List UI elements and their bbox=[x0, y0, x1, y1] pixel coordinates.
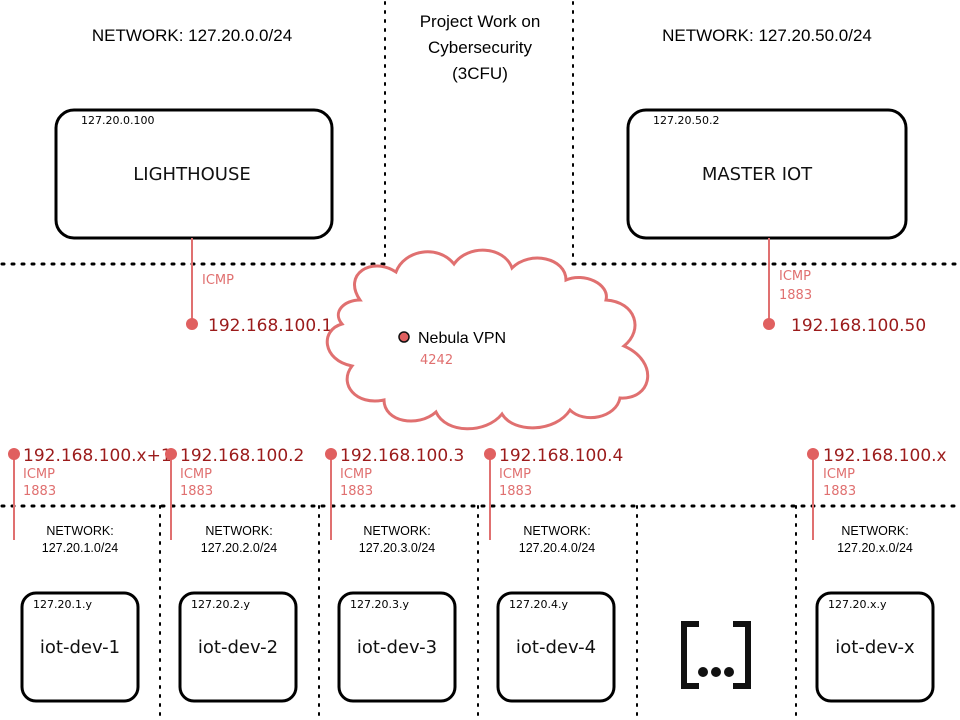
device-3-network-label: NETWORK: bbox=[363, 524, 430, 538]
master-iot-vpn-ip: 192.168.100.50 bbox=[791, 316, 926, 336]
device-2-port-1: ICMP bbox=[180, 467, 212, 482]
device-3-name: iot-dev-3 bbox=[357, 637, 437, 658]
lighthouse-link: ICMP 192.168.100.1 bbox=[186, 238, 332, 336]
device-1-box[interactable] bbox=[20, 591, 140, 703]
more-devices-ellipsis bbox=[681, 621, 751, 689]
device-x-name: iot-dev-x bbox=[835, 637, 915, 658]
master-iot-node[interactable]: 127.20.50.2 MASTER IOT bbox=[626, 108, 908, 240]
lighthouse-vpn-dot bbox=[186, 318, 198, 330]
device-4-box[interactable] bbox=[496, 591, 616, 703]
lighthouse-node[interactable]: 127.20.0.100 LIGHTHOUSE bbox=[54, 108, 334, 240]
master-iot-ip: 127.20.50.2 bbox=[653, 114, 719, 127]
device-4-vpn-dot bbox=[484, 448, 496, 460]
device-x-network-label: NETWORK: bbox=[841, 524, 908, 538]
device-2-network-label: NETWORK: bbox=[205, 524, 272, 538]
lighthouse-port-1: ICMP bbox=[202, 273, 234, 288]
right-bracket bbox=[733, 621, 751, 689]
ellipsis-dot-3 bbox=[724, 667, 734, 677]
device-3-ip: 127.20.3.y bbox=[350, 598, 409, 611]
device-1-port-1: ICMP bbox=[23, 467, 55, 482]
device-4-ip: 127.20.4.y bbox=[509, 598, 568, 611]
device-1-ip: 127.20.1.y bbox=[33, 598, 92, 611]
device-1-name: iot-dev-1 bbox=[40, 637, 120, 658]
network-label-right: NETWORK: 127.20.50.0/24 bbox=[662, 26, 872, 45]
cloud-icon bbox=[325, 248, 650, 431]
device-1-vpn-dot bbox=[8, 448, 20, 460]
ellipsis-dot-2 bbox=[711, 667, 721, 677]
nebula-vpn-dot bbox=[398, 331, 410, 343]
lighthouse-box[interactable] bbox=[54, 108, 334, 240]
title-line-2: Cybersecurity bbox=[428, 38, 532, 57]
device-4-vpn-ip: 192.168.100.4 bbox=[499, 446, 623, 466]
device-3-port-2: 1883 bbox=[340, 484, 373, 499]
device-2-vpn-dot bbox=[165, 448, 177, 460]
device-2-vpn-ip: 192.168.100.2 bbox=[180, 446, 304, 466]
device-1-network-label: NETWORK: bbox=[46, 524, 113, 538]
device-2: 192.168.100.2 ICMP 1883 NETWORK: 127.20.… bbox=[165, 446, 304, 703]
device-4-port-1: ICMP bbox=[499, 467, 531, 482]
master-iot-port-2: 1883 bbox=[779, 288, 812, 303]
device-x-port-1: ICMP bbox=[823, 467, 855, 482]
network-label-left: NETWORK: 127.20.0.0/24 bbox=[92, 26, 292, 45]
device-4: 192.168.100.4 ICMP 1883 NETWORK: 127.20.… bbox=[484, 446, 623, 703]
device-1: 192.168.100.x+1 ICMP 1883 NETWORK: 127.2… bbox=[8, 446, 172, 703]
title-line-1: Project Work on bbox=[420, 12, 541, 31]
master-iot-box[interactable] bbox=[626, 108, 908, 240]
device-2-ip: 127.20.2.y bbox=[191, 598, 250, 611]
device-3-vpn-ip: 192.168.100.3 bbox=[340, 446, 464, 466]
device-3-port-1: ICMP bbox=[340, 467, 372, 482]
device-3-vpn-dot bbox=[325, 448, 337, 460]
title-line-3: (3CFU) bbox=[452, 64, 508, 83]
nebula-vpn-port: 4242 bbox=[420, 353, 453, 368]
nebula-vpn-cloud: Nebula VPN 4242 bbox=[325, 248, 650, 431]
lighthouse-label: LIGHTHOUSE bbox=[133, 164, 251, 185]
device-4-network: 127.20.4.0/24 bbox=[519, 541, 596, 555]
device-x: 192.168.100.x ICMP 1883 NETWORK: 127.20.… bbox=[807, 446, 947, 703]
device-1-network: 127.20.1.0/24 bbox=[42, 541, 119, 555]
device-x-port-2: 1883 bbox=[823, 484, 856, 499]
ellipsis-dot-1 bbox=[698, 667, 708, 677]
device-3-network: 127.20.3.0/24 bbox=[359, 541, 436, 555]
device-x-network: 127.20.x.0/24 bbox=[837, 541, 913, 555]
lighthouse-vpn-ip: 192.168.100.1 bbox=[208, 316, 332, 336]
device-3-box[interactable] bbox=[337, 591, 457, 703]
lighthouse-ip: 127.20.0.100 bbox=[81, 114, 154, 127]
device-2-port-2: 1883 bbox=[180, 484, 213, 499]
master-iot-port-1: ICMP bbox=[779, 269, 811, 284]
device-x-vpn-ip: 192.168.100.x bbox=[823, 446, 947, 466]
master-iot-link: ICMP 1883 192.168.100.50 bbox=[763, 238, 926, 336]
device-4-network-label: NETWORK: bbox=[523, 524, 590, 538]
device-x-vpn-dot bbox=[807, 448, 819, 460]
device-1-port-2: 1883 bbox=[23, 484, 56, 499]
device-2-network: 127.20.2.0/24 bbox=[201, 541, 278, 555]
diagram-title: Project Work on Cybersecurity (3CFU) bbox=[420, 12, 541, 83]
device-x-box[interactable] bbox=[815, 591, 935, 703]
device-x-ip: 127.20.x.y bbox=[828, 598, 887, 611]
master-iot-vpn-dot bbox=[763, 318, 775, 330]
device-2-name: iot-dev-2 bbox=[198, 637, 278, 658]
nebula-vpn-label: Nebula VPN bbox=[418, 330, 506, 347]
left-bracket bbox=[681, 621, 699, 689]
device-1-vpn-ip: 192.168.100.x+1 bbox=[23, 446, 172, 466]
master-iot-label: MASTER IOT bbox=[702, 164, 813, 185]
device-4-port-2: 1883 bbox=[499, 484, 532, 499]
device-3: 192.168.100.3 ICMP 1883 NETWORK: 127.20.… bbox=[325, 446, 464, 703]
device-4-name: iot-dev-4 bbox=[516, 637, 596, 658]
device-2-box[interactable] bbox=[178, 591, 298, 703]
